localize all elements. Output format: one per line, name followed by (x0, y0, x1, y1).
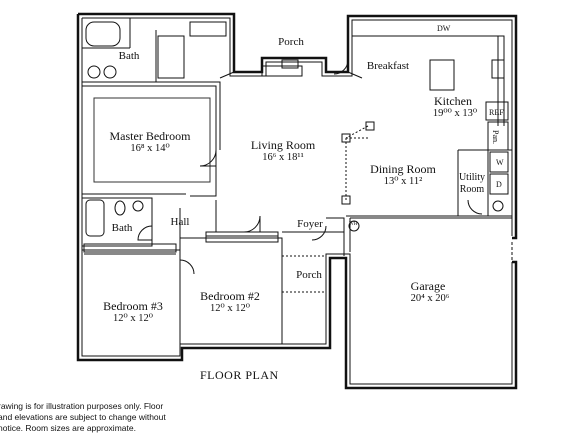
dining-room-label: Dining Room (370, 162, 436, 176)
dining-room-size: 13⁰ x 11² (383, 176, 423, 187)
bedroom2-size: 12⁰ x 12⁰ (210, 303, 250, 314)
kitchen-counter (352, 35, 505, 126)
interior-wall (180, 235, 283, 344)
door-swing (243, 215, 261, 233)
exterior-wall (81, 18, 513, 385)
bath-top-label: Bath (118, 50, 140, 62)
closet (189, 21, 227, 37)
interior-wall (349, 217, 513, 252)
water-heater (348, 220, 360, 232)
interior-wall (82, 249, 181, 356)
refrigerator (485, 101, 509, 121)
floor-plan-title: FLOOR PLAN (200, 368, 279, 382)
dryer-label: D (496, 180, 502, 189)
door-swing (199, 149, 217, 167)
master-bedroom-size: 16⁸ x 14⁰ (130, 143, 170, 154)
bedroom2-label: Bedroom #2 (200, 289, 260, 303)
dryer (489, 173, 509, 195)
washer-label: W (496, 158, 504, 167)
sink (103, 65, 117, 79)
exterior-wall (76, 14, 518, 390)
tray-ceiling-outline (93, 97, 211, 183)
kitchen-island (429, 59, 455, 91)
porch-column (281, 59, 299, 69)
interior-wall (282, 217, 345, 256)
door-swing (137, 225, 153, 241)
bathtub (85, 199, 105, 237)
hall-label: Hall (170, 216, 190, 228)
living-room-size: 16⁶ x 18¹¹ (262, 152, 304, 163)
utility-sink (492, 200, 504, 212)
porch-outline (219, 71, 363, 79)
shower (157, 35, 185, 79)
water-heater-label: WH (349, 222, 358, 227)
column (365, 121, 375, 131)
dishwasher-label: DW (437, 24, 451, 33)
interior-wall (457, 149, 512, 217)
bath-mid-label: Bath (111, 222, 133, 234)
garage-size: 20⁴ x 20⁶ (410, 293, 450, 304)
bedroom3-label: Bedroom #3 (103, 299, 163, 313)
master-bedroom-label: Master Bedroom (109, 129, 191, 143)
foyer-label: Foyer (297, 218, 323, 230)
refrigerator-label: REF (489, 108, 504, 117)
sink (132, 200, 144, 212)
exterior-wall (78, 12, 518, 240)
interior-wall (282, 255, 326, 293)
bathtub (85, 21, 121, 47)
garage-label: Garage (410, 279, 446, 293)
utility-room-label: Utility Room (458, 172, 486, 195)
interior-wall (82, 85, 217, 197)
dining-open (345, 125, 369, 200)
door-swing (467, 199, 483, 215)
breakfast-label: Breakfast (366, 60, 410, 72)
door-swing (333, 59, 349, 75)
column (341, 133, 351, 143)
living-room-label: Living Room (250, 138, 316, 152)
porch-top-label: Porch (278, 36, 304, 48)
kitchen-label: Kitchen (434, 94, 472, 108)
column (341, 195, 351, 205)
porch-front-label: Porch (296, 269, 322, 281)
washer (489, 151, 509, 173)
bedroom3-size: 12⁰ x 12⁰ (113, 313, 153, 324)
exterior-wall (82, 17, 513, 236)
sink (87, 65, 101, 79)
closet (205, 231, 279, 243)
door-swing (311, 225, 327, 241)
toilet (114, 200, 126, 216)
pantry-label: Pan. (491, 130, 500, 144)
closet (83, 243, 177, 253)
range (491, 59, 505, 79)
kitchen-size: 19⁰⁰ x 13⁰ (432, 108, 478, 119)
disclaimer-text: rawing is for illustration purposes only… (0, 401, 166, 433)
door-swing (179, 259, 195, 275)
interior-wall (82, 18, 221, 150)
